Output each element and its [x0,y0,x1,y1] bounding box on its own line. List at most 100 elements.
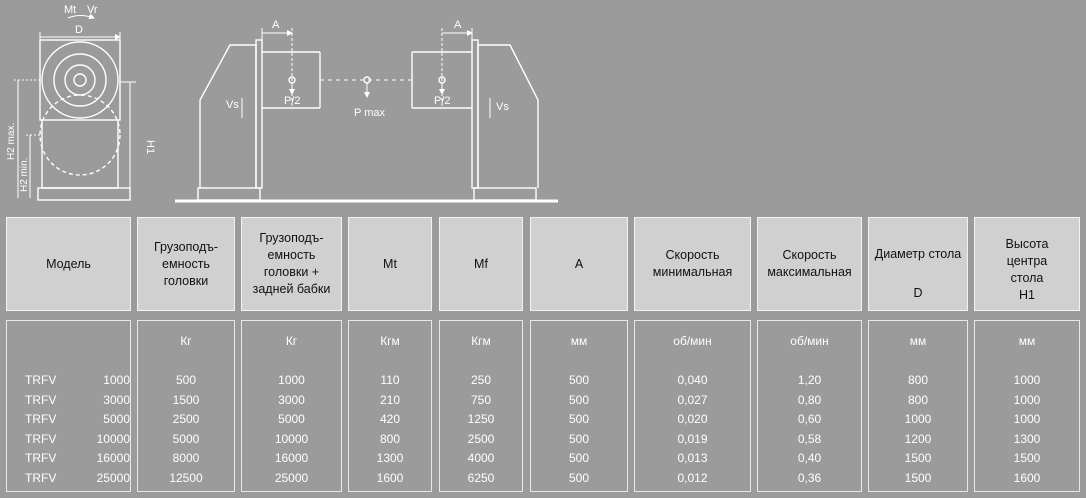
header-mf: Mf [439,217,523,311]
side-view: A P/2 Vs P max A P/2 Vs [175,19,558,203]
header-head-capacity: Грузоподъ- емность головки [137,217,235,311]
header-head-capacity-text: Грузоподъ- емность головки [153,239,219,288]
column-values: 1000 3000 5000 10000 16000 25000 [242,371,341,488]
cell: 0,013 [677,451,708,465]
unit-label: Кг [180,334,192,348]
column-values: 800 800 1000 1200 1500 1500 [869,371,967,488]
cell: 0,40 [797,451,822,465]
header-table-height-text: Высота центра стола [1005,237,1049,285]
header-table-height: Высота центра стола H1 [974,217,1080,311]
cell: 1000 [904,412,932,426]
a-right-label: A [454,19,462,31]
cell: 500 [568,451,590,465]
header-model: Модель [6,217,131,311]
mt-label: Mt [64,4,76,16]
cell: 250 [470,373,492,387]
h2max-label: H2 max. [6,123,17,160]
cell: 0,012 [677,470,708,485]
table-row: TRFV 1000 [7,371,130,391]
cell: 1500 [904,470,932,485]
unit-label: мм [1018,334,1036,348]
model-size: 3000 [103,392,130,407]
cell: 1000 [1013,373,1041,387]
unit-label: об/мин [673,334,712,348]
p2-left-label: P/2 [284,95,301,107]
p2-right-label: P/2 [434,95,451,107]
column-values: 1,20 0,80 0,60 0,58 0,40 0,36 [758,371,861,488]
column-table-height: мм 1000 1000 1000 1300 1500 1600 [974,320,1080,492]
header-speed-min-text: Скорость минимальная [652,248,733,279]
d-label: D [75,24,83,36]
vs-right-label: Vs [496,101,509,113]
cell: 0,36 [797,470,822,485]
cell: 1600 [1013,470,1041,485]
cell: 1600 [376,470,404,485]
technical-drawing: Mt Vr D H1 H2 max. H2 min. [6,4,558,203]
cell: 3000 [278,392,305,407]
header-head-tail-capacity-text: Грузоподъ- емность головки + задней бабк… [252,231,331,296]
vr-label: Vr [87,4,98,16]
cell: 1000 [1013,392,1041,407]
cell: 1000 [1013,412,1041,426]
cell: 0,040 [677,373,708,387]
cell: 1500 [904,451,932,465]
cell: 25000 [274,470,309,485]
cell: 1200 [904,431,932,446]
unit-label: Кгм [380,334,400,348]
model-name: TRFV [25,373,57,387]
unit-label: мм [570,334,588,348]
model-name: TRFV [25,392,57,407]
h1-label: H1 [144,140,156,154]
header-mt: Mt [348,217,432,311]
header-table-diameter: Диаметр стола D [868,217,968,311]
header-a-text: A [574,256,584,271]
unit-label: об/мин [790,334,829,348]
model-size: 10000 [96,431,130,446]
cell: 6250 [467,470,495,485]
column-head-capacity: Кг 500 1500 2500 5000 8000 12500 [137,320,235,492]
cell: 2500 [172,412,200,426]
header-speed-min: Скорость минимальная [634,217,751,311]
unit-label: Кгм [471,334,491,348]
column-values: 500 1500 2500 5000 8000 12500 [138,371,234,488]
cell: 16000 [274,451,309,465]
cell: 420 [379,412,401,426]
cell: 210 [379,392,401,407]
cell: 0,58 [797,431,822,446]
header-model-text: Модель [46,256,91,271]
pmax-label: P max [354,107,385,119]
cell: 1000 [278,373,305,387]
column-values: 250 750 1250 2500 4000 6250 [440,371,522,488]
header-speed-max-text: Скорость максимальная [767,248,852,279]
cell: 0,60 [797,412,822,426]
header-table-height-sub: H1 [1019,288,1035,302]
model-name: TRFV [25,470,57,485]
header-mt-text: Mt [383,256,397,271]
header-mf-text: Mf [474,256,488,271]
header-table-diameter-text: Диаметр стола [874,247,962,261]
cell: 500 [568,392,590,407]
column-head-tail-capacity: Кг 1000 3000 5000 10000 16000 25000 [241,320,342,492]
column-speed-min: об/мин 0,040 0,027 0,020 0,019 0,013 0,0… [634,320,751,492]
column-mt: Кгм 110 210 420 800 1300 1600 [348,320,432,492]
cell: 4000 [467,451,495,465]
model-name: TRFV [25,451,57,465]
column-values: 0,040 0,027 0,020 0,019 0,013 0,012 [635,371,750,488]
cell: 2500 [467,431,495,446]
cell: 5000 [278,412,305,426]
cell: 0,020 [677,412,708,426]
column-speed-max: об/мин 1,20 0,80 0,60 0,58 0,40 0,36 [757,320,862,492]
vs-left-label: Vs [226,99,239,111]
a-left-label: A [272,19,280,31]
cell: 500 [175,373,197,387]
cell: 800 [907,392,929,407]
column-values: 500 500 500 500 500 500 [531,371,627,488]
cell: 1250 [467,412,495,426]
cell: 8000 [172,451,200,465]
model-size: 1000 [103,373,130,387]
model-size: 5000 [103,412,130,426]
